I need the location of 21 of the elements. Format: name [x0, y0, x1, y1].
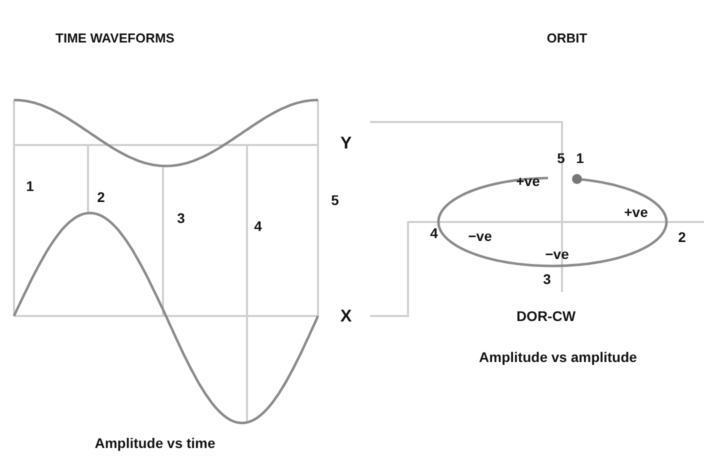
sign-label: −ve	[545, 247, 569, 261]
probe-label: X	[340, 308, 352, 324]
direction-label: DOR-CW	[516, 309, 576, 323]
panel-heading: ORBIT	[546, 32, 588, 44]
point-number: 3	[177, 211, 185, 225]
plot-caption: Amplitude vs time	[94, 436, 216, 450]
point-number: 4	[254, 219, 262, 233]
point-number: 3	[543, 272, 551, 286]
point-number: 1	[26, 179, 34, 193]
point-number: 5	[557, 151, 565, 165]
point-number: 4	[430, 226, 438, 240]
panel-heading: TIME WAVEFORMS	[56, 32, 174, 44]
sign-label: −ve	[468, 229, 492, 243]
point-number: 5	[331, 193, 339, 207]
point-number: 2	[97, 190, 105, 204]
probe-label: Y	[340, 134, 352, 152]
point-number: 1	[576, 151, 584, 165]
sign-label: +ve	[516, 174, 540, 188]
plot-caption: Amplitude vs amplitude	[479, 350, 637, 364]
point-number: 2	[678, 230, 686, 244]
sign-label: +ve	[624, 205, 648, 219]
